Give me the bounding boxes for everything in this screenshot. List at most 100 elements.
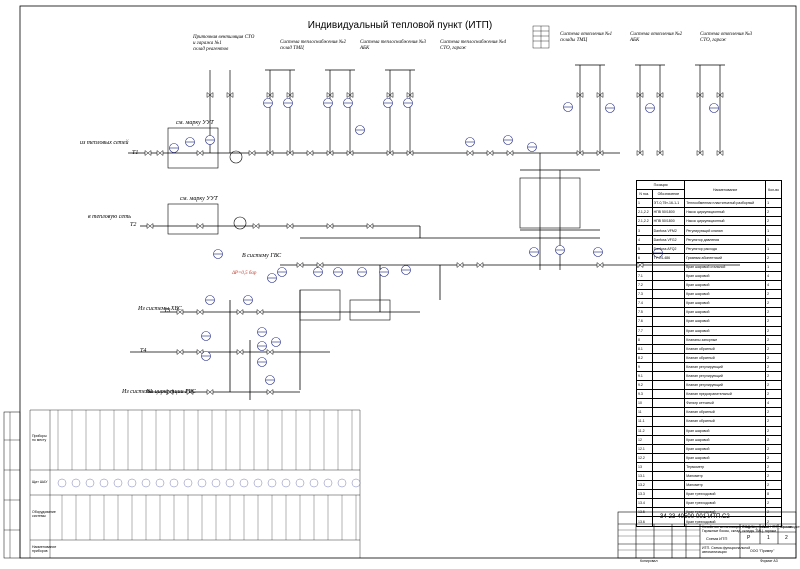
spec-cell-qty: 2: [765, 307, 782, 318]
spec-cell-qty: 2: [765, 461, 782, 473]
panel-instrument-bubble: [155, 478, 165, 488]
spec-subheader-designation: Обозначение: [651, 189, 686, 200]
spec-header-name: Наименование: [684, 179, 767, 200]
spec-cell-designation: [651, 398, 686, 409]
panel-instrument-bubble: [239, 478, 249, 488]
spec-cell-name: Кран шаровой: [684, 289, 767, 300]
spec-cell-num: 13.6: [636, 516, 653, 527]
spec-cell-name: Манометр: [684, 480, 767, 491]
spec-cell-name: Регулирующий клапан: [684, 225, 767, 236]
spec-cell-num: 13.1: [636, 470, 653, 482]
spec-cell-qty: 2: [765, 352, 782, 363]
spec-cell-name: Клапан предохранительный: [684, 389, 767, 400]
panel-instrument-bubble: [253, 478, 263, 488]
heating-label-1: Система отопления №1 склады ТМЦ: [560, 32, 613, 43]
spec-cell-name: Кран шаровой: [684, 452, 767, 463]
spec-cell-num: 9.1: [636, 370, 653, 382]
project-name: Хозяйство механизации ООО "Кировский НПЗ…: [702, 525, 800, 533]
valve-symbol: [176, 308, 184, 316]
spec-cell-designation: [651, 370, 686, 382]
spec-cell-qty: 2: [765, 407, 782, 418]
spec-cell-name: Кран трехходовой: [684, 516, 767, 527]
spec-cell-name: Кран шаровой стальной: [684, 261, 767, 272]
valve-symbol: [186, 388, 194, 396]
valve-symbol: [266, 149, 274, 157]
from-network-label: из тепловых сетей: [80, 140, 129, 146]
valve-symbol: [286, 91, 294, 99]
spec-cell-name: Клапан регулирующий: [684, 361, 767, 372]
panel-instrument-bubble: [351, 478, 361, 488]
valve-symbol: [386, 149, 394, 157]
spec-cell-qty: 2: [765, 334, 782, 345]
specification-table: Позиция Наименование Кол-во N поз. Обозн…: [635, 179, 782, 527]
valve-symbol: [252, 222, 260, 230]
spec-cell-num: 13.4: [636, 498, 653, 509]
valve-symbol: [576, 91, 584, 99]
spec-cell-num: 7.5: [636, 307, 653, 318]
spec-cell-qty: 4: [765, 270, 782, 282]
spec-cell-num: 12.1: [636, 443, 653, 454]
spec-cell-designation: [651, 489, 686, 500]
valve-symbol: [306, 149, 314, 157]
spec-cell-qty: 2: [765, 380, 782, 391]
spec-cell-name: Клапан регулирующий: [684, 370, 767, 382]
valve-symbol: [576, 149, 584, 157]
spec-cell-name: Клапан обратный: [684, 416, 767, 427]
spec-cell-qty: 2: [765, 325, 782, 336]
spec-cell-name: Насос циркуляционный: [684, 207, 767, 218]
panel-instrument-bubble: [71, 478, 81, 488]
spec-cell-num: 5: [636, 243, 653, 254]
spec-cell-name: Кран шаровой: [684, 280, 767, 291]
valve-symbol: [266, 388, 274, 396]
valve-symbol: [716, 91, 724, 99]
spec-cell-name: Кран шаровой: [684, 434, 767, 445]
panel-instrument-bubble: [99, 478, 109, 488]
spec-cell-designation: Danfoss VFM2: [651, 225, 686, 236]
from-hvs-label: Из системы ХВС: [138, 306, 182, 312]
panel-instrument-bubble: [85, 478, 95, 488]
valve-symbol: [506, 149, 514, 157]
spec-cell-designation: [651, 416, 686, 427]
spec-cell-designation: [651, 434, 686, 445]
valve-symbol: [596, 149, 604, 157]
spec-cell-qty: 2: [765, 361, 782, 372]
sheet-title: Схема ИТП: [706, 536, 728, 541]
spec-cell-qty: 4: [765, 398, 782, 409]
panel-instrument-bubble: [309, 478, 319, 488]
valve-symbol: [226, 91, 234, 99]
spec-cell-name: Кран шаровой: [684, 298, 767, 309]
to-gvs-label: В систему ГВС: [242, 253, 282, 259]
valve-symbol: [346, 149, 354, 157]
t3-pipe-label: T3: [164, 308, 171, 314]
valve-symbol: [286, 222, 294, 230]
valve-symbol: [196, 308, 204, 316]
spec-cell-num: 9.3: [636, 389, 653, 400]
spec-cell-num: 13.3: [636, 489, 653, 500]
spec-cell-name: Регулятор расхода: [684, 243, 767, 254]
valve-symbol: [144, 149, 152, 157]
spec-cell-designation: [651, 307, 686, 318]
valve-symbol: [636, 91, 644, 99]
panel-instrument-bubble: [295, 478, 305, 488]
spec-cell-qty: 2: [765, 216, 782, 227]
valve-symbol: [386, 91, 394, 99]
panel-instrument-bubble: [211, 478, 221, 488]
valve-symbol: [456, 261, 464, 269]
spec-cell-designation: [651, 261, 686, 272]
